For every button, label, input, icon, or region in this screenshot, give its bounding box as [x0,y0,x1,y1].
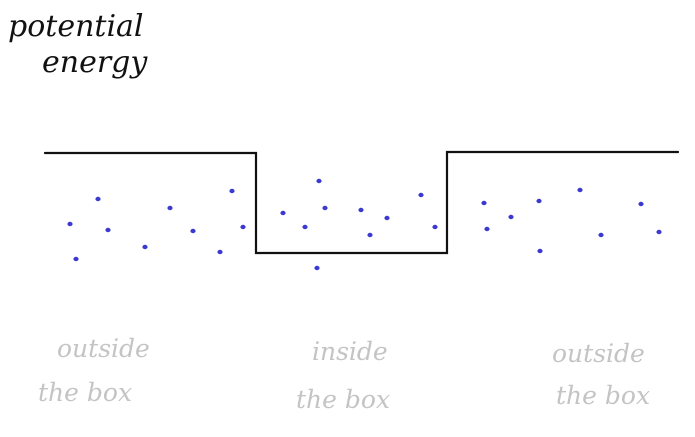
particle-dot [280,210,286,216]
label-left-the-box: the box [38,378,132,407]
title-potential: potential [8,9,144,44]
particle-dot [656,229,662,235]
particle-dot [508,214,514,220]
particle-dot [190,228,196,234]
particle-dot [484,226,490,232]
label-middle-the-box: the box [296,385,390,414]
particle-dot [316,178,322,184]
particle-dot [537,248,543,254]
particle-dot [217,249,223,255]
particle-dot [229,188,235,194]
particle-dot [384,215,390,221]
label-right-the-box: the box [556,381,650,410]
particle-dot [367,232,373,238]
particle-dot [638,201,644,207]
particle-dot [240,224,246,230]
particle-dot [105,227,111,233]
particle-dot [432,224,438,230]
particle-dot [314,265,320,271]
particle-dot [577,187,583,193]
particle-dot [536,198,542,204]
particles [67,178,662,271]
particle-dot [95,196,101,202]
particle-dot [302,224,308,230]
particle-dot [73,256,79,262]
label-right-outside: outside [552,339,645,368]
particle-dot [322,205,328,211]
particle-dot [67,221,73,227]
particle-dot [418,192,424,198]
particle-dot [481,200,487,206]
label-left-outside: outside [57,334,150,363]
particle-dot [167,205,173,211]
label-middle-inside: inside [312,337,388,366]
particle-dot [142,244,148,250]
particle-dot [358,207,364,213]
potential-well-curve [43,150,680,255]
particle-dot [598,232,604,238]
title-energy: energy [42,45,148,80]
